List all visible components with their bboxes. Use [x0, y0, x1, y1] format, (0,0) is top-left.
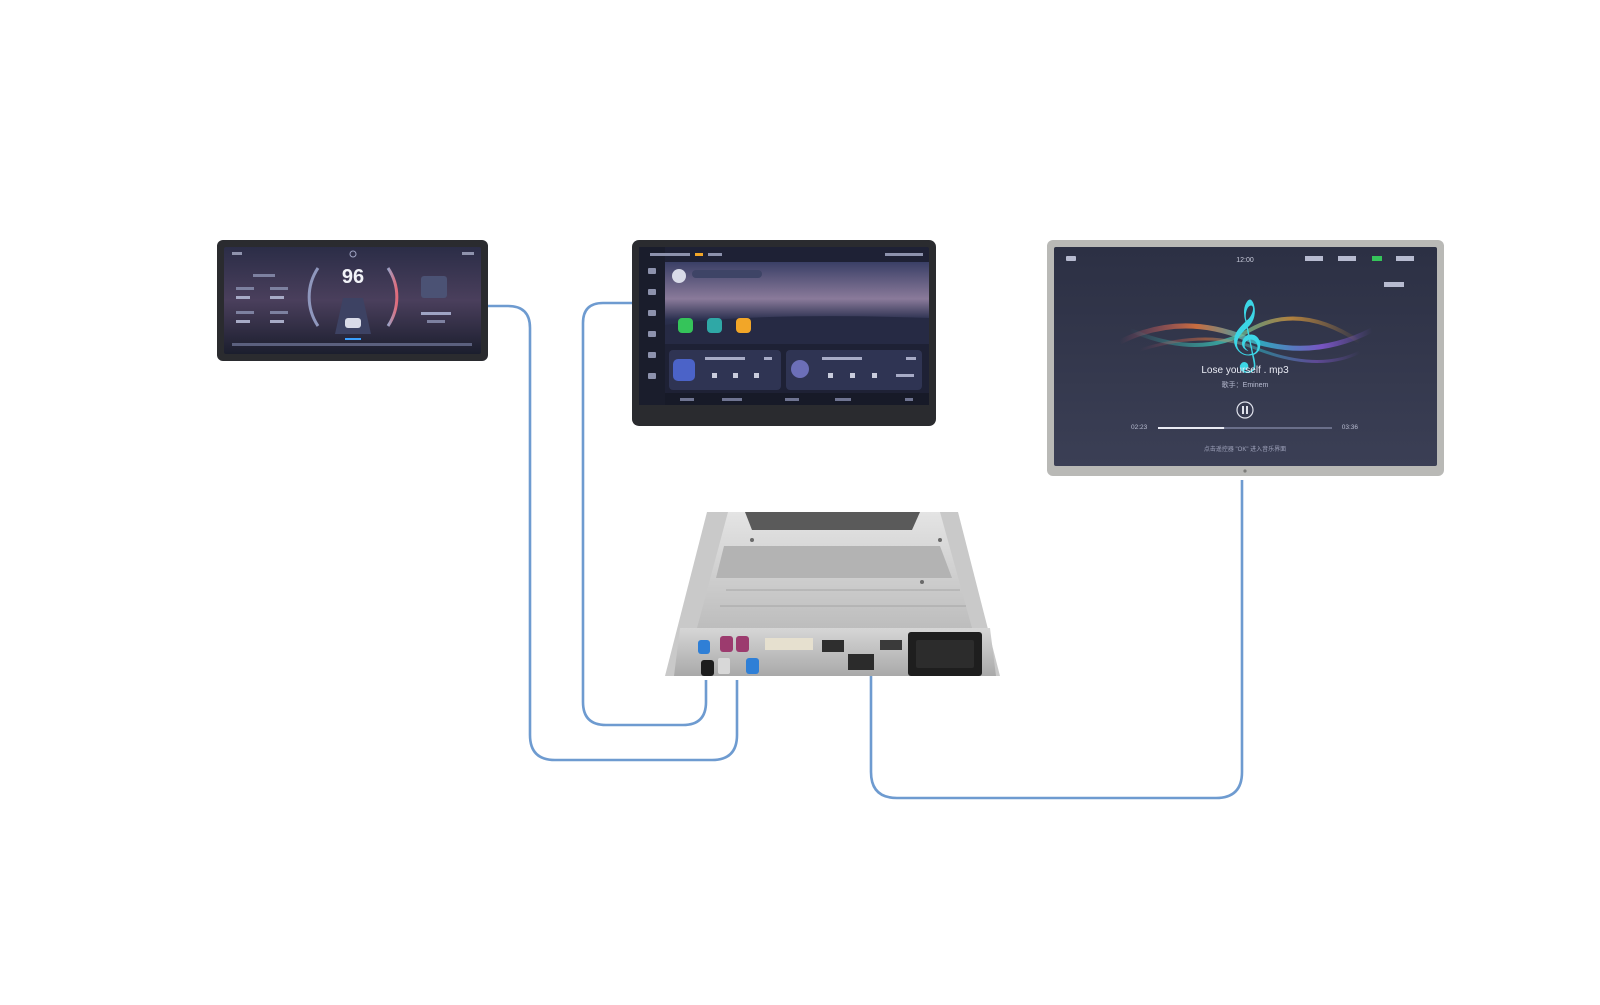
- elapsed-time: 02:23: [1131, 424, 1148, 431]
- cables: [488, 301, 1244, 800]
- rear-menu-icon[interactable]: [1384, 282, 1404, 287]
- radio-card[interactable]: [669, 350, 781, 390]
- dock-nav-icon[interactable]: [648, 289, 656, 295]
- music-prev-icon[interactable]: [828, 373, 833, 378]
- cluster-car-icon: [345, 318, 361, 328]
- music-play-icon[interactable]: [850, 373, 855, 378]
- fakra-connector: [736, 636, 749, 652]
- song-artist: 歌手：Eminem: [1222, 380, 1269, 389]
- cable-infotainment-to-ecu: [581, 301, 708, 727]
- radio-icon: [673, 359, 695, 381]
- dock-apps-icon[interactable]: [648, 331, 656, 337]
- music-disc-icon: [791, 360, 809, 378]
- fakra-connector: [720, 636, 733, 652]
- fakra-connector: [701, 660, 714, 676]
- infotainment-display: [632, 240, 936, 426]
- user-avatar[interactable]: [672, 269, 686, 283]
- total-time: 03:36: [1342, 424, 1359, 431]
- fakra-connector: [698, 640, 710, 654]
- cluster-nav-icon: [421, 276, 447, 298]
- rear-clock: 12:00: [1236, 257, 1254, 264]
- fakra-connectors: [698, 636, 759, 676]
- phone-icon[interactable]: [678, 318, 693, 333]
- radio-play-icon[interactable]: [733, 373, 738, 378]
- pause-icon: [1242, 406, 1244, 414]
- cluster-right-gauge: [386, 267, 399, 327]
- progress-fill: [1158, 427, 1225, 429]
- ecu-ethernet-port: [848, 654, 874, 670]
- instrument-cluster-display: 96: [217, 240, 488, 361]
- dock-volume-icon[interactable]: [648, 373, 656, 379]
- cluster-bottom-bar: [232, 343, 472, 346]
- music-next-icon[interactable]: [872, 373, 877, 378]
- music-card[interactable]: [786, 350, 922, 390]
- cable-cluster-to-ecu: [488, 304, 739, 762]
- cluster-top-icon: [349, 250, 357, 258]
- dock-home-icon[interactable]: [648, 268, 656, 274]
- rear-volume-icon[interactable]: [1066, 256, 1076, 261]
- ecu-pin-header: [765, 638, 813, 650]
- cluster-left-gauge: [307, 267, 320, 327]
- rear-seat-display: 12:00 𝄞 Lose yourself . mp3 歌手：Eminem 02…: [1047, 240, 1444, 476]
- dock-ac-icon[interactable]: [648, 352, 656, 358]
- user-greeting-chip: [692, 270, 762, 278]
- fakra-connector: [746, 658, 759, 674]
- radio-prev-icon[interactable]: [712, 373, 717, 378]
- pause-button[interactable]: [1236, 401, 1254, 419]
- remote-hint: 点击遥控器 "OK" 进入音乐界面: [1204, 445, 1286, 453]
- radio-next-icon[interactable]: [754, 373, 759, 378]
- cluster-road: [335, 298, 371, 334]
- rear-screen: [1054, 247, 1437, 466]
- treble-clef-icon: 𝄞: [1227, 297, 1264, 373]
- dock-camera-icon[interactable]: [648, 310, 656, 316]
- message-icon[interactable]: [707, 318, 722, 333]
- ecu-usb-port: [822, 640, 844, 652]
- music-wave: [1118, 323, 1374, 351]
- ecu-shield-plate: [716, 546, 952, 578]
- music-icon[interactable]: [736, 318, 751, 333]
- domain-controller-unit: [665, 512, 1000, 676]
- rear-battery-icon: [1372, 256, 1382, 261]
- cable-rear-screen-to-ecu: [869, 480, 1244, 800]
- progress-track[interactable]: [1158, 427, 1332, 429]
- ecu-top-connector: [745, 512, 920, 530]
- cluster-speed: 96: [342, 266, 364, 288]
- wallpaper-horizon: [665, 316, 929, 344]
- song-title: Lose yourself . mp3: [1201, 365, 1289, 376]
